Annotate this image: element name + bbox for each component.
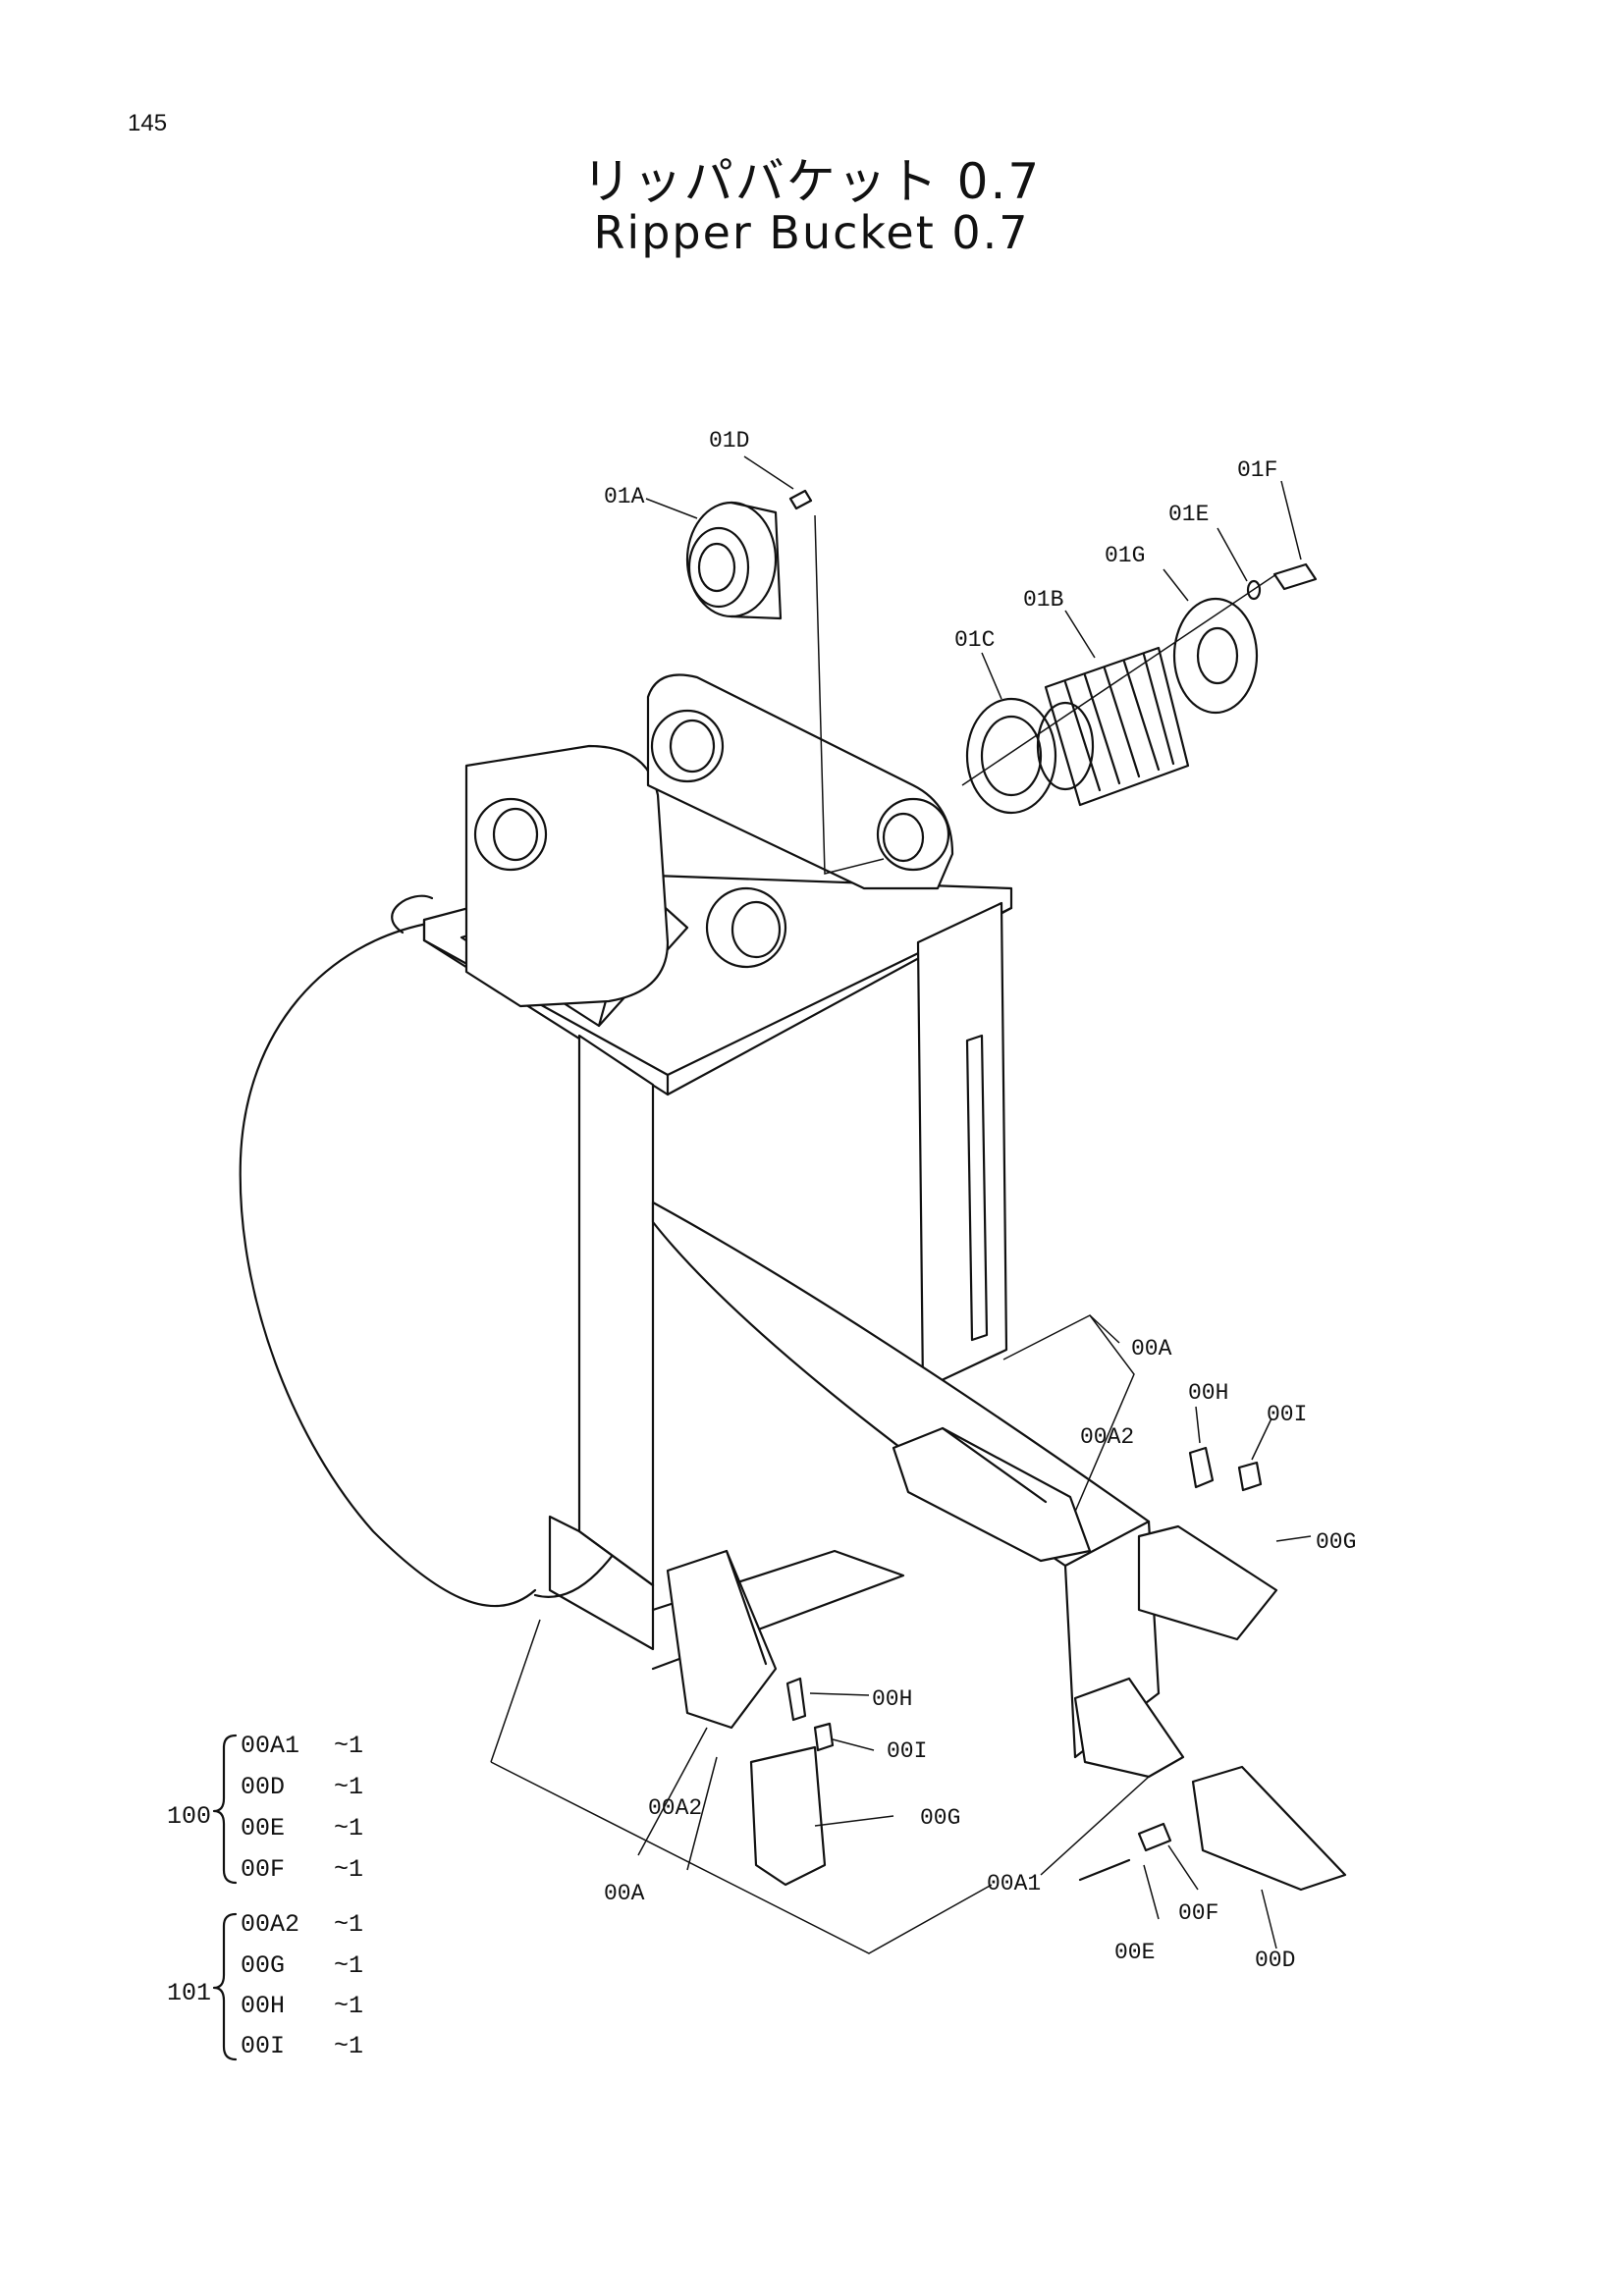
title-japanese: リッパバケット 0.7	[581, 153, 1042, 210]
callout-00d: 00D	[1255, 1948, 1295, 1973]
kit-brace	[212, 1734, 238, 1885]
pin-assembly	[685, 489, 1318, 875]
kit-legend-100: 100 00A1 ~1 00D ~1 00E ~1 00F ~1	[167, 1732, 363, 1885]
kit-item-qty: ~1	[334, 1855, 363, 1884]
leader-lines	[490, 455, 1312, 1954]
kit-item-part: 00G	[241, 1951, 285, 1980]
kit-item-part: 00H	[241, 1992, 285, 2020]
callout-00a-left: 00A	[604, 1881, 645, 1906]
callout-01c: 01C	[954, 627, 995, 653]
callout-labels: 01D 01A 01F 01E 01G 01B 01C 00A 00H 00I …	[604, 428, 1356, 1973]
callout-00g-left: 00G	[920, 1805, 960, 1831]
callout-01a: 01A	[604, 484, 645, 509]
spring-part-01b	[1036, 646, 1190, 807]
callout-01b: 01B	[1023, 587, 1063, 613]
rubber-part-00i-left	[813, 1722, 835, 1752]
callout-00f: 00F	[1178, 1900, 1218, 1926]
kit-item-qty: ~1	[334, 1951, 363, 1980]
callout-00a2-right: 00A2	[1080, 1424, 1134, 1450]
callout-00h-right: 00H	[1188, 1380, 1228, 1406]
title-english: Ripper Bucket 0.7	[593, 206, 1030, 259]
kit-item-qty: ~1	[334, 1992, 363, 2020]
kit-item-qty: ~1	[334, 1732, 363, 1760]
kit-item-qty: ~1	[334, 1773, 363, 1801]
kit-item-qty: ~1	[334, 2032, 363, 2060]
rubber-part-00i-right	[1237, 1461, 1263, 1492]
callout-01f: 01F	[1237, 457, 1277, 483]
bushing-part-01a	[685, 501, 783, 620]
shim-part-01c	[965, 697, 1057, 815]
callout-00a2-left: 00A2	[648, 1795, 702, 1821]
callout-00g-right: 00G	[1316, 1529, 1356, 1555]
kit-item-qty: ~1	[334, 1910, 363, 1939]
callout-00a1: 00A1	[987, 1871, 1041, 1896]
callout-00e: 00E	[1114, 1940, 1155, 1965]
callout-01d: 01D	[709, 428, 749, 454]
kit-brace	[212, 1912, 238, 2061]
page-number: 145	[128, 110, 168, 136]
kit-legend-101: 101 00A2 ~1 00G ~1 00H ~1 00I ~1	[167, 1910, 363, 2061]
lock-part-00h-left	[785, 1677, 807, 1722]
plate-part-01g	[1172, 597, 1259, 715]
tooth-part-00g-left	[749, 1745, 827, 1887]
callout-00h-left: 00H	[872, 1686, 912, 1712]
kit-number: 100	[167, 1802, 211, 1831]
callout-00a-right: 00A	[1131, 1336, 1172, 1362]
kit-item-part: 00E	[241, 1814, 285, 1842]
kit-item-part: 00F	[241, 1855, 285, 1884]
kit-number: 101	[167, 1979, 211, 2007]
kit-item-part: 00A1	[241, 1732, 299, 1760]
tooth-part-00d	[1191, 1765, 1347, 1892]
callout-00i-right: 00I	[1267, 1402, 1307, 1427]
callout-01e: 01E	[1168, 502, 1209, 527]
kit-item-part: 00I	[241, 2032, 285, 2060]
kit-item-part: 00A2	[241, 1910, 299, 1939]
pin-part-01d	[788, 489, 813, 510]
teeth-parts	[749, 1446, 1347, 1892]
lock-part-00h-right	[1188, 1446, 1215, 1489]
bolt-part-01f	[1272, 562, 1318, 591]
pin-part-00f	[1137, 1822, 1172, 1852]
tooth-part-00g-right	[1137, 1524, 1278, 1641]
kit-item-qty: ~1	[334, 1814, 363, 1842]
kit-item-part: 00D	[241, 1773, 285, 1801]
bucket-body	[239, 673, 1185, 1779]
pin-part-00e	[1078, 1858, 1131, 1882]
callout-00i-left: 00I	[887, 1738, 927, 1764]
callout-01g: 01G	[1105, 543, 1145, 568]
